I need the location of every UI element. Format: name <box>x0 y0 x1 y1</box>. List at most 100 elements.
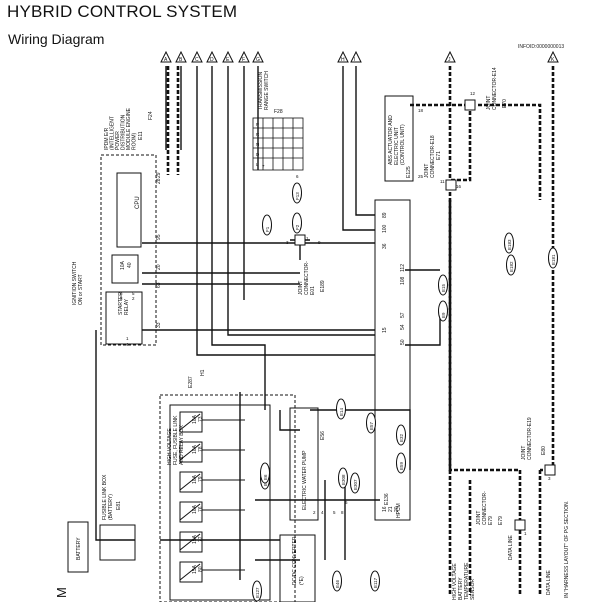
ewp-block <box>289 407 319 521</box>
abs-label-1: ELECTRIC UNIT <box>394 127 400 165</box>
joint-e79-conn: E79 <box>498 516 504 525</box>
ipdm-pin: 28 <box>156 178 162 184</box>
hv-temp-label-0: HIGH VOLTAGE <box>452 563 458 600</box>
ewp-conn: E56 <box>320 431 326 440</box>
fuse-symbol <box>179 563 201 581</box>
conn-badge-E46 <box>332 570 342 592</box>
relay-pin: 6 <box>120 291 123 296</box>
fuse-box <box>179 471 203 493</box>
ipdm-pin: 29 <box>156 172 162 178</box>
dcdc-block <box>279 534 316 602</box>
abs-label-0: ABS ACTUATOR AND <box>388 115 394 165</box>
ipdm-pin: 63 <box>156 282 162 288</box>
hpcm-pin: 36 <box>382 243 388 249</box>
arrow-label-K: K <box>551 57 555 63</box>
conn-badge-label: F1 <box>265 226 270 232</box>
conn-badge-label: E9 <box>441 312 446 318</box>
conn-badge-label: E14 <box>339 407 344 416</box>
hv-fuse-label-0: HIGH VOLTAGE <box>167 428 173 465</box>
relay-pin: 4 <box>126 342 129 347</box>
cpu-label: CPU <box>135 196 141 209</box>
conn-badge-label: E308 <box>341 474 346 485</box>
joint-e18-label-1: CONNECTOR-E18 <box>430 135 436 178</box>
misc-pin: 4 <box>321 510 324 515</box>
fuse-box <box>179 561 203 583</box>
conn-badge-label: F13 <box>295 192 300 200</box>
misc-pin: 6 <box>345 500 348 505</box>
arrow-label-I: I <box>354 57 355 63</box>
conn-badge-E181 <box>548 247 558 269</box>
dcdc-label-1: (*E) <box>299 576 305 585</box>
arrow-label-G: G <box>256 57 260 63</box>
arrow-label-J: J <box>448 57 451 63</box>
fuse-symbol <box>179 533 201 551</box>
fusible-label-1: (BATTERY) <box>108 494 114 520</box>
conn-badge-E15 <box>438 274 448 296</box>
joint-e01-label-0: JOINT <box>298 281 304 295</box>
hv-fuse-label-1: FUSE, FUSIBLE LINK <box>173 415 179 465</box>
fuse-num: 78 <box>198 446 204 452</box>
ipdm-label-3: DISTRIBUTION <box>121 114 127 150</box>
ipdm-pin: 33 <box>156 322 162 328</box>
arrow-label-B: B <box>179 57 183 63</box>
trans-conn: F28 <box>274 109 283 115</box>
arrow-C <box>191 50 203 63</box>
hpcm-pin: 57 <box>400 312 406 318</box>
joint-e79-label-0: JOINT <box>476 511 482 525</box>
arrow-label-A: A <box>164 57 168 63</box>
hpcm-pin: 89 <box>382 212 388 218</box>
ipdm-conn-2: F24 <box>148 111 154 120</box>
fuse-symbol <box>179 473 201 491</box>
hv-temp-label-1: BATTERY <box>458 577 464 600</box>
hpcm-conn: E136 <box>384 493 390 505</box>
conn-badge-E59 <box>396 452 406 474</box>
hpcm-pin: 16 <box>382 506 388 512</box>
arrow-label-E: E <box>226 57 230 63</box>
joint-e79-label-1: CONNECTOR- <box>482 491 488 525</box>
conn-badge-label: E59 <box>399 461 404 470</box>
fuse40-amp: 10A <box>120 260 126 270</box>
ignition-label-1: ON or START <box>78 274 84 305</box>
misc-pin: 3 <box>286 240 289 245</box>
joint-e79-label-2: E79 <box>488 516 494 525</box>
arrow-D <box>206 50 218 63</box>
ipdm-label-1: (INTELLIGENT <box>110 116 116 150</box>
hpcm-pin: 15 <box>382 327 388 333</box>
arrow-label-F: F <box>242 57 245 63</box>
conn-badge-F13 <box>292 182 302 204</box>
misc-pin: 16 <box>456 184 462 189</box>
conn-badge-label: F2 <box>295 224 300 230</box>
hpcm-pin: 21 <box>388 506 394 512</box>
misc-pin: 2 <box>313 510 316 515</box>
fuse-symbol <box>179 503 201 521</box>
fusible-conn: E81 <box>116 501 122 510</box>
hpcm-pin: 100 <box>382 224 388 233</box>
conn-badge-label: E117 <box>373 577 378 588</box>
joint-e19-label-0: JOINT <box>521 446 527 460</box>
joint-e14-conn: E70 <box>502 99 508 108</box>
hpcm-pin: 108 <box>400 276 406 285</box>
joint-e18-label-0: JOINT <box>424 164 430 178</box>
relay-pin: 5 <box>132 291 135 296</box>
ewp-label: ELECTRIC WATER PUMP <box>302 450 308 510</box>
page-title: HYBRID CONTROL SYSTEM <box>7 2 238 21</box>
conn-badge-E307 <box>350 472 360 494</box>
info-id: INFOID:0000000013 <box>518 44 565 50</box>
fuse-box <box>179 441 203 463</box>
ipdm-pin: 95 <box>156 234 162 240</box>
battery-block <box>67 521 89 573</box>
ipdm-pin: 20 <box>156 264 162 270</box>
arrow-G <box>252 50 264 63</box>
trans-switch-grid <box>252 117 304 171</box>
hv-temp-label-3: SENSOR <box>470 578 476 600</box>
fuse-box <box>179 531 203 553</box>
conn-badge-E14 <box>336 398 346 420</box>
misc-pin: 3 <box>548 476 551 481</box>
conn-badge-F1 <box>262 214 272 236</box>
conn-badge-label: E181 <box>551 254 556 265</box>
dcdc-label-0: DC/DC CONVERTER <box>292 536 298 585</box>
hv-fuse-label-2: AND RELAY BOX <box>179 425 185 465</box>
fuse-amp: 10A <box>192 414 198 424</box>
starter-label-0: STARTER <box>118 292 124 315</box>
conn-badge-E9 <box>438 300 448 322</box>
